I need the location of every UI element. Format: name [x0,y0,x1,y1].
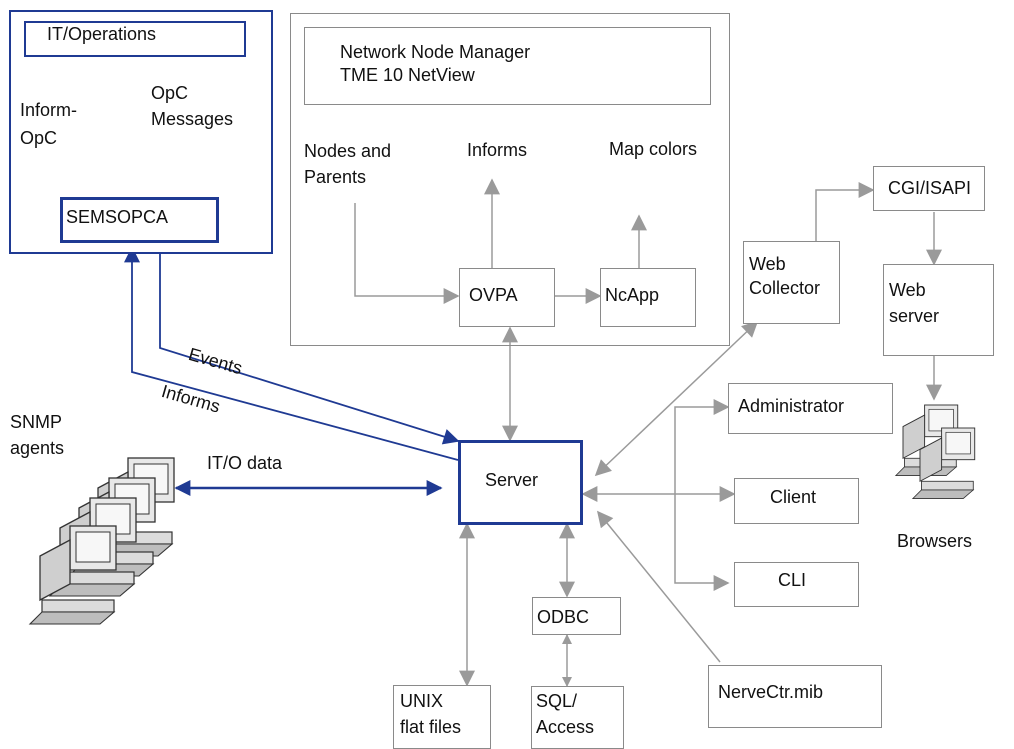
server-label: Server [485,470,539,490]
nervectr-mib-box [708,665,882,728]
browsers-icon [895,404,976,500]
gray-connectors [354,178,942,687]
unix-flat-files-box [393,685,491,749]
browsers-label: Browsers [897,531,973,551]
client-box [734,478,859,524]
nnm-title-label: Network Node Manager TME 10 NetView [340,42,531,85]
nnm-group [290,13,730,346]
server-box [458,440,583,525]
it-operations-box [24,21,246,57]
web-collector-box [743,241,840,324]
semsopca-label: SEMSOPCA [66,207,169,227]
ovpa-label: OVPA [469,285,518,305]
web-server-box [883,264,994,356]
opc-messages-label: OpC Messages [151,83,234,129]
cli-label: CLI [778,570,807,590]
sql-access-box [531,686,624,749]
web-collector-label: Web Collector [749,254,821,298]
administrator-box [728,383,893,434]
ovpa-box [459,268,555,327]
cli-box [734,562,859,607]
ncapp-label: NcApp [605,285,660,305]
semsopca-box [60,197,219,243]
informs-top-label: Informs [467,140,528,160]
odbc-label: ODBC [537,607,590,627]
inform-opc-label: Inform- OpC [20,100,78,148]
cgi-isapi-label: CGI/ISAPI [888,178,972,198]
nnm-title-box [304,27,711,105]
ncapp-box [600,268,696,327]
snmp-agents-icon [29,457,175,625]
odbc-box [532,597,621,635]
ito-data-label: IT/O data [207,453,283,473]
unix-flat-files-label: UNIX flat files [400,691,462,737]
nodes-parents-label: Nodes and Parents [304,141,392,187]
nervectr-mib-label: NerveCtr.mib [718,682,824,702]
client-label: Client [770,487,817,507]
web-server-label: Web server [889,280,940,326]
it-operations-label: IT/Operations [47,24,157,44]
cgi-isapi-box [873,166,985,211]
snmp-agents-label: SNMP agents [10,412,65,458]
administrator-label: Administrator [738,396,845,416]
map-colors-label: Map colors [609,139,698,159]
sql-access-label: SQL/ Access [536,691,595,737]
